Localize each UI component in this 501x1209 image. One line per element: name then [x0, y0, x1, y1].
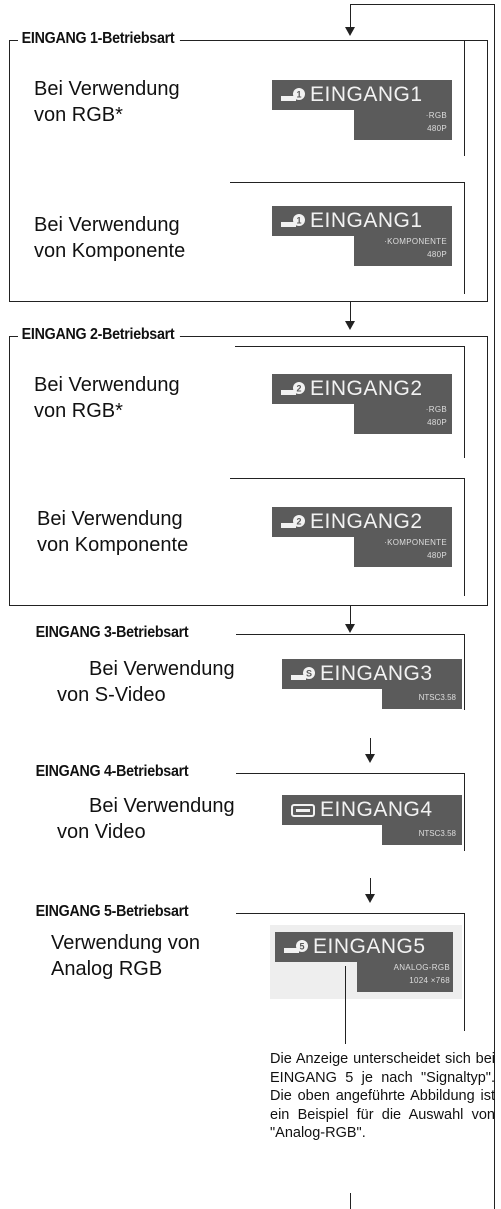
- section-1-divider: [230, 182, 465, 183]
- osd-badge: S EINGANG3 NTSC3.58: [282, 659, 462, 719]
- flow-connector: [350, 4, 351, 28]
- svg-text:2: 2: [296, 384, 301, 394]
- flow-arrow: [365, 894, 375, 903]
- svg-text:1: 1: [296, 216, 301, 226]
- flow-connector: [350, 302, 351, 322]
- section-1-heading-rule: [464, 40, 465, 156]
- osd-badge: 1 EINGANG1 ·KOMPONENTE 480P: [272, 206, 452, 266]
- input-5-icon: 5: [284, 940, 308, 953]
- section-1-heading: EINGANG 1-Betriebsart: [18, 30, 180, 48]
- osd-badge: 5 EINGANG5 ANALOG-RGB 1024 ×768: [275, 932, 455, 992]
- s-video-icon: S: [291, 667, 315, 680]
- osd-badge: 2 EINGANG2 ·RGB 480P: [272, 374, 452, 434]
- flow-connector: [494, 4, 495, 1209]
- input-1-icon: 1: [281, 214, 305, 227]
- flow-arrow: [345, 624, 355, 633]
- section-3-heading-rule: [236, 634, 465, 635]
- input-2-icon: 2: [281, 382, 305, 395]
- section-5-heading-rule: [236, 913, 465, 914]
- section-3-heading-rule: [464, 634, 465, 710]
- flow-arrow: [345, 27, 355, 36]
- flow-connector: [370, 878, 371, 896]
- section-2-divider: [464, 478, 465, 596]
- section-2-divider: [230, 478, 465, 479]
- flow-arrow: [345, 321, 355, 330]
- osd-badge: 1 EINGANG1 ·RGB 480P: [272, 80, 452, 140]
- section-1-divider: [464, 182, 465, 294]
- flow-connector: [350, 606, 351, 626]
- section-3-heading: EINGANG 3-Betriebsart: [32, 624, 194, 642]
- flow-connector: [350, 1193, 351, 1209]
- footnote-text: Die Anzeige unterscheidet sich bei EINGA…: [270, 1051, 495, 1141]
- section-2-heading-rule: [464, 346, 465, 458]
- svg-text:5: 5: [299, 942, 304, 952]
- video-icon: [291, 804, 315, 817]
- section-5-heading: EINGANG 5-Betriebsart: [32, 903, 194, 921]
- callout-leader: [345, 966, 346, 1044]
- section-4-heading-rule: [236, 773, 465, 774]
- section-4-heading-rule: [464, 773, 465, 851]
- svg-text:S: S: [306, 669, 312, 679]
- input-2-icon: 2: [281, 515, 305, 528]
- flow-connector: [370, 738, 371, 756]
- svg-text:2: 2: [296, 517, 301, 527]
- svg-text:1: 1: [296, 90, 301, 100]
- section-2-heading-rule: [235, 346, 465, 347]
- flow-connector: [350, 4, 495, 5]
- input-1-icon: 1: [281, 88, 305, 101]
- section-5-heading-rule: [464, 913, 465, 1031]
- section-1-heading-rule: [235, 40, 465, 41]
- section-4-heading: EINGANG 4-Betriebsart: [32, 763, 194, 781]
- osd-badge: 2 EINGANG2 ·KOMPONENTE 480P: [272, 507, 452, 567]
- section-2-heading: EINGANG 2-Betriebsart: [18, 326, 180, 344]
- osd-badge: EINGANG4 NTSC3.58: [282, 795, 462, 855]
- flow-arrow: [365, 754, 375, 763]
